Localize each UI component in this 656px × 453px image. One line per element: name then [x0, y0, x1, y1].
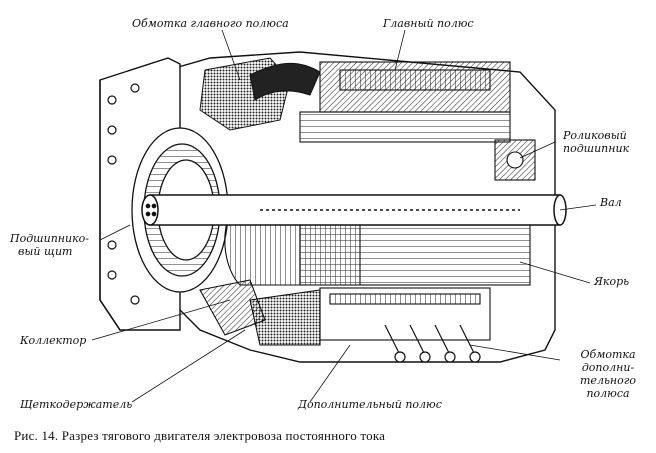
roller-bearing — [494, 139, 536, 181]
label-aux-winding-4: полюса — [586, 387, 630, 400]
aux-pole-studs — [384, 324, 481, 363]
brush-holder — [199, 279, 266, 336]
label-aux-winding-1: Обмотка — [580, 348, 636, 361]
label-aux-winding-2: дополни- — [581, 361, 635, 374]
label-bearing-shield-1: Подшипнико- — [10, 232, 90, 245]
leader-lines — [91, 29, 597, 403]
label-brush-holder: Щеткодержатель — [20, 398, 133, 411]
shaft — [141, 194, 567, 226]
label-shaft: Вал — [600, 196, 622, 209]
label-aux-winding-3: тельного — [580, 374, 636, 387]
label-main-pole-winding: Обмотка главного полюса — [132, 17, 289, 30]
aux-pole — [249, 287, 491, 346]
label-roller-bearing-1: Роликовый — [563, 129, 627, 142]
label-commutator: Коллектор — [20, 334, 87, 347]
main-pole-winding — [199, 57, 321, 131]
label-aux-pole: Дополнительный полюс — [298, 398, 442, 411]
label-bearing-shield-2: вый щит — [18, 245, 73, 258]
label-armature: Якорь — [594, 275, 630, 288]
label-roller-bearing-2: подшипник — [563, 142, 630, 155]
label-main-pole: Главный полюс — [383, 17, 474, 30]
main-pole — [299, 61, 511, 143]
figure-caption: Рис. 14. Разрез тягового двигателя элект… — [14, 428, 386, 443]
armature — [299, 208, 531, 286]
flange-bolts — [107, 83, 140, 305]
